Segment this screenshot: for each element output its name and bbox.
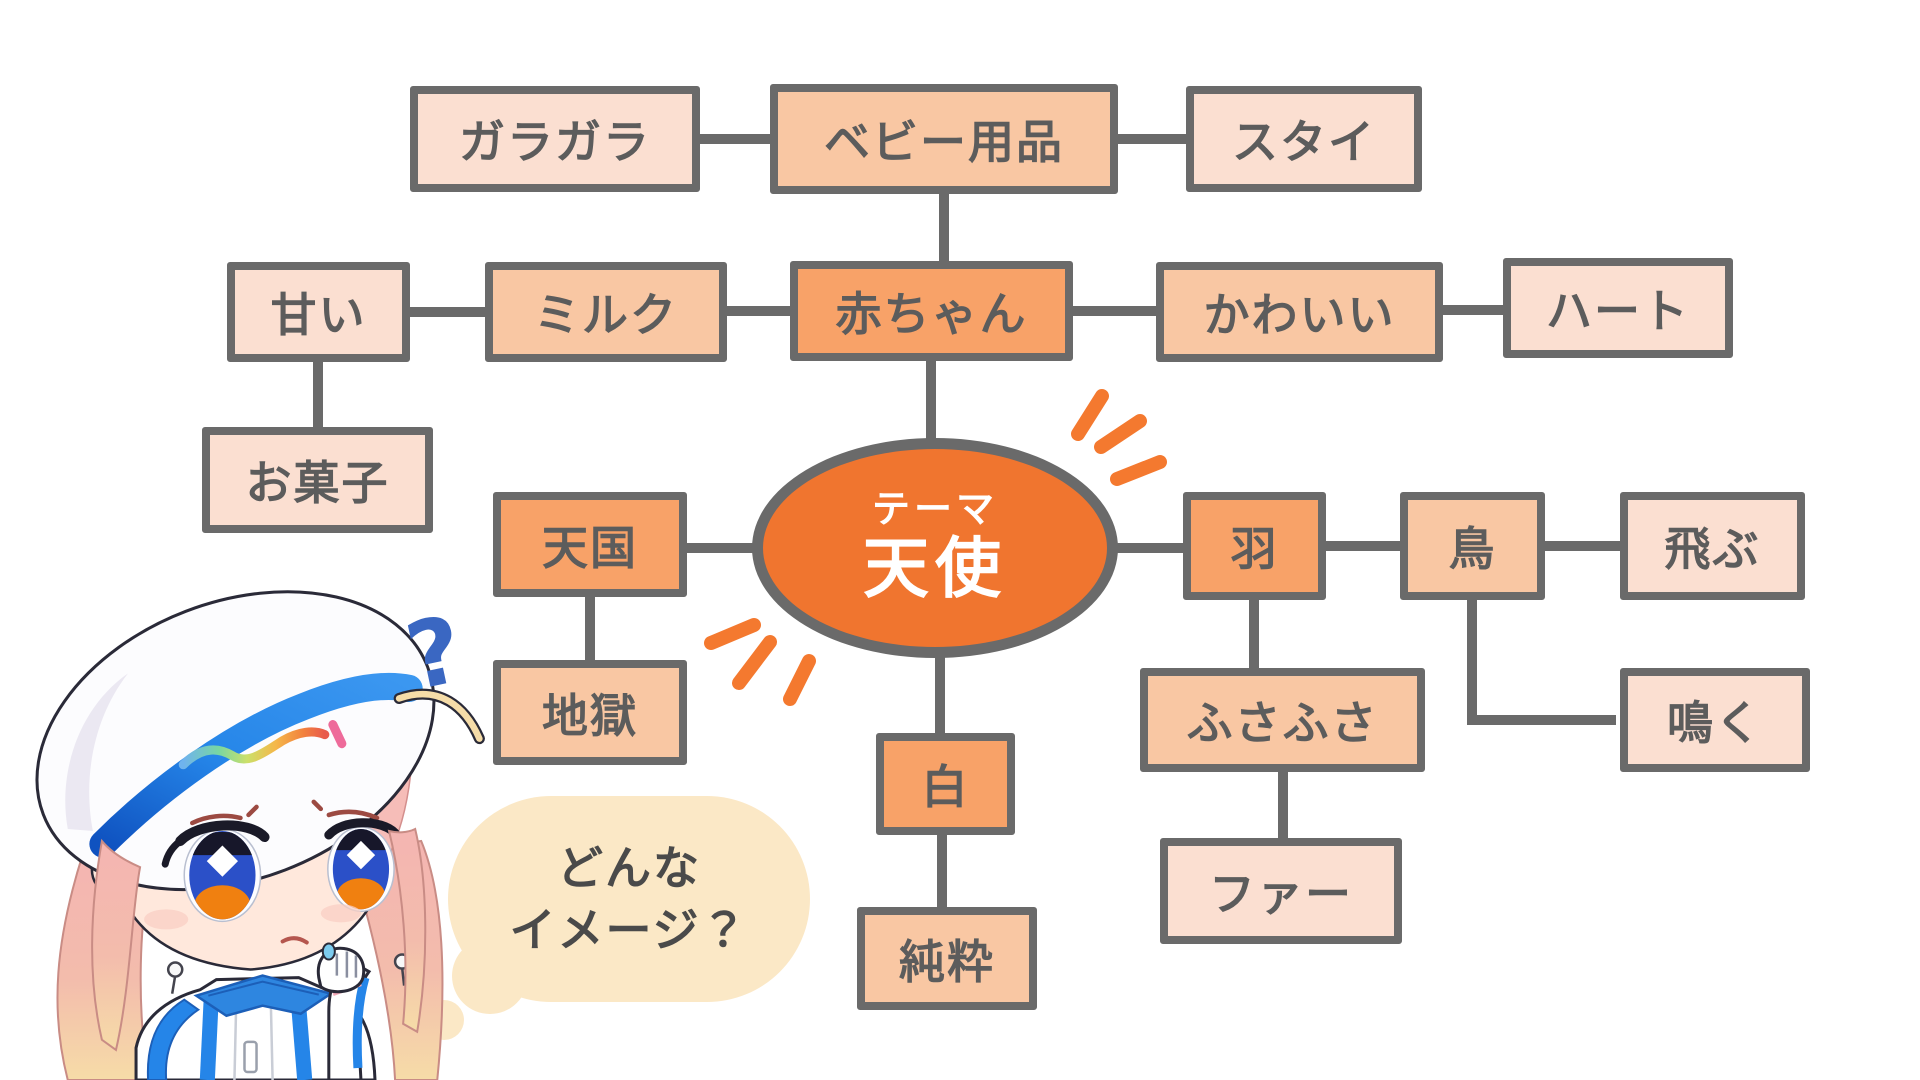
diagram-node-label: かわいい [1203, 288, 1396, 342]
diagram-node-miruku: ミルク [485, 262, 727, 362]
diagram-node-label: ハート [1546, 284, 1690, 338]
diagram-node-fusafusa: ふさふさ [1140, 668, 1425, 772]
theme-tag: テーマ [871, 487, 998, 532]
theme-label: 天使 [863, 529, 1007, 607]
diagram-node-okashi: お菓子 [202, 427, 433, 533]
diagram-node-tori: 鳥 [1400, 492, 1545, 600]
mascot-mouth [144, 904, 361, 945]
diagram-node-kawaii: かわいい [1156, 262, 1443, 362]
diagram-node-label: 地獄 [542, 688, 638, 743]
diagram-node-jigoku: 地獄 [493, 660, 687, 765]
mascot-collar [193, 974, 334, 1018]
mascot-rainbow-streak [178, 720, 347, 770]
diagram-node-label: ベビー用品 [824, 115, 1064, 169]
diagram-node-label: 羽 [1230, 522, 1279, 576]
emphasis-marks-bottom-left [704, 618, 816, 706]
diagram-node-label: 飛ぶ [1664, 522, 1761, 576]
diagram-node-label: 甘い [270, 288, 367, 342]
diagram-node-amai: 甘い [227, 262, 410, 362]
diagram-node-label: 赤ちゃん [835, 287, 1028, 341]
mascot-ahoge [393, 688, 485, 745]
diagram-node-label: 天国 [542, 520, 638, 575]
diagram-node-label: 純粋 [899, 934, 995, 989]
diagram-node-heart: ハート [1503, 258, 1733, 358]
diagram-node-label: 鳴く [1667, 696, 1763, 750]
connector-line [1467, 600, 1616, 725]
diagram-node-label: ファー [1209, 867, 1353, 921]
diagram-node-garagara: ガラガラ [410, 86, 700, 192]
diagram-node-baby-goods: ベビー用品 [770, 84, 1118, 194]
diagram-node-label: お菓子 [245, 456, 390, 510]
bubble-line-2: イメージ？ [509, 903, 749, 957]
diagram-node-label: スタイ [1232, 115, 1376, 169]
speech-bubble: どんな イメージ？ [448, 796, 810, 1002]
center-theme-node: テーマ 天使 [752, 438, 1118, 658]
bubble-line-1: どんな [557, 840, 701, 895]
diagram-node-junsui: 純粋 [857, 907, 1037, 1010]
mascot-eyes [161, 818, 411, 923]
diagram-node-naku: 鳴く [1620, 668, 1810, 772]
diagram-node-label: 鳥 [1448, 522, 1497, 576]
mascot-front-locks [91, 827, 427, 1052]
diagram-node-sutai: スタイ [1186, 86, 1422, 192]
diagram-node-akachan: 赤ちゃん [790, 261, 1073, 361]
emphasis-marks-top-right [1071, 389, 1167, 486]
diagram-node-tobu: 飛ぶ [1620, 492, 1805, 600]
diagram-node-fur: ファー [1160, 838, 1402, 944]
mascot-character [35, 590, 485, 1080]
diagram-node-label: ふさふさ [1186, 696, 1379, 750]
diagram-node-tengoku: 天国 [493, 492, 687, 597]
diagram-node-label: ミルク [534, 288, 678, 342]
mascot-arm [316, 942, 372, 1080]
diagram-node-label: 白 [921, 760, 970, 814]
connector-lines [313, 134, 1620, 908]
diagram-node-shiro: 白 [876, 733, 1015, 835]
mascot-eyebrows [190, 799, 380, 826]
diagram-node-hane: 羽 [1183, 492, 1326, 600]
diagram-node-label: ガラガラ [459, 115, 651, 169]
